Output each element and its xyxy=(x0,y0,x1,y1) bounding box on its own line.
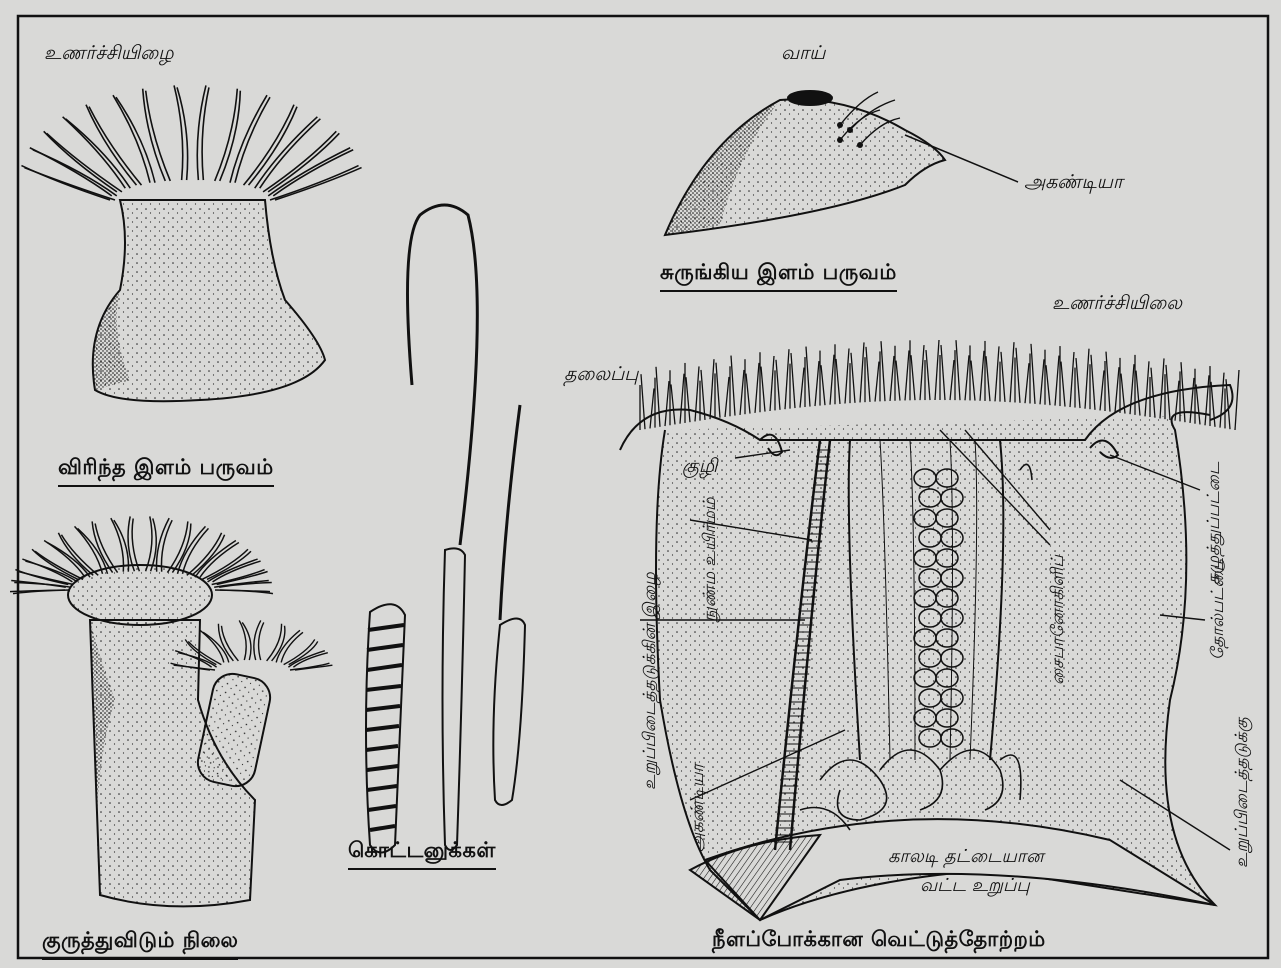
label-pedal-disc-1: காலடி தட்டையான xyxy=(888,846,1044,869)
label-pit: குழி xyxy=(682,455,717,480)
label-pharynx-grooves: சைபானோகிளிப் xyxy=(1048,555,1070,685)
caption-budding: குருத்துவிடும் நிலை xyxy=(42,928,238,960)
contracted-polyp-figure xyxy=(665,91,945,235)
caption-section: நீளப்போக்கான வெட்டுத்தோற்றம் xyxy=(712,927,1046,959)
section-tentacles xyxy=(640,340,1239,430)
label-skin: தோல்பட்டை xyxy=(1208,558,1230,660)
label-mouth: வாய் xyxy=(781,42,825,67)
caption-nematocysts: கொட்டனுக்கள் xyxy=(348,838,496,870)
label-acontia-bottom: அகண்டியா xyxy=(688,764,710,852)
nematocysts-figure xyxy=(366,205,525,853)
label-fine-muscle: நுண்ம உயிர்மம் xyxy=(700,497,722,622)
label-acontia-top: அகண்டியா xyxy=(1024,171,1123,196)
label-pedal-disc-2: வட்ட உறுப்பு xyxy=(920,875,1030,898)
caption-expanded: விரிந்த இளம் பருவம் xyxy=(58,455,274,487)
label-mesentery-fibre: உறுப்பிடைத்தடுக்கின் இழை xyxy=(640,572,662,790)
label-tentacles-section: உணர்ச்சியிலை xyxy=(1052,292,1182,317)
caption-contracted: சுருங்கிய இளம் பருவம் xyxy=(660,260,897,292)
expanded-polyp-figure xyxy=(21,85,361,401)
label-tentacles-open: உணர்ச்சியிழை xyxy=(44,42,174,67)
label-capitulum: தலைப்பு xyxy=(564,363,638,388)
label-mesentery: உறுப்பிடைத்தடுக்கு xyxy=(1232,717,1254,868)
budding-polyp-figure xyxy=(10,516,332,906)
